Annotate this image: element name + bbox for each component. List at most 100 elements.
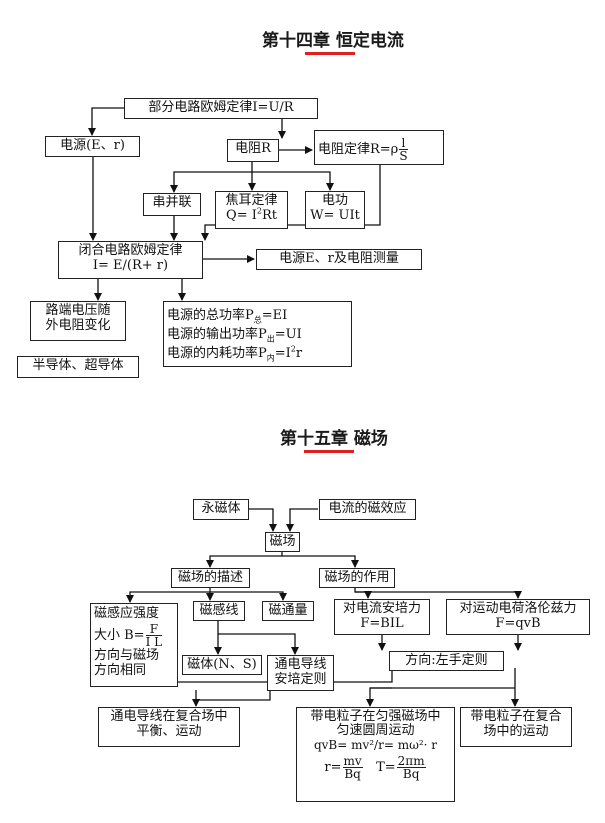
joule-law-title: 焦耳定律 xyxy=(225,193,278,208)
lorentz-force-node: 对运动电荷洛伦兹力 F=qvB xyxy=(446,599,590,635)
wire-compound-node: 通电导线在复合场中 平衡、运动 xyxy=(98,707,240,747)
magnetic-flux-label: 磁通量 xyxy=(268,603,308,618)
source-internal-power-sub: 内 xyxy=(266,353,275,363)
radius-label: r= xyxy=(324,760,342,775)
wire-ampere-rule-line1: 通电导线 xyxy=(274,657,327,672)
terminal-voltage-line1: 路端电压随 xyxy=(45,303,111,318)
current-magnetic-effect-label: 电流的磁效应 xyxy=(328,501,407,516)
ampere-force-formula: F=BIL xyxy=(360,616,404,631)
joule-exponent: 2 xyxy=(256,206,262,216)
induction-size-label: 大小 B= xyxy=(94,628,145,643)
source-output-power-value: =UI xyxy=(274,327,302,342)
source-power-node: 电源的总功率P总=EI 电源的输出功率P出=UI 电源的内耗功率P内=I2r xyxy=(163,301,352,367)
magnet-ns-node: 磁体(N、S) xyxy=(182,655,262,675)
source-internal-power-r: r xyxy=(295,346,303,361)
source-er-label: 电源(E、r) xyxy=(60,138,125,153)
wire-compound-line1: 通电导线在复合场中 xyxy=(110,709,228,724)
terminal-voltage-node: 路端电压随 外电阻变化 xyxy=(30,301,126,341)
chapter14-title: 第十四章 恒定电流 xyxy=(262,31,404,51)
resistivity-law-label: 电阻定律R=ρ xyxy=(318,142,399,157)
lorentz-force-title: 对运动电荷洛伦兹力 xyxy=(459,601,577,616)
induction-direction-line1: 方向与磁场 xyxy=(94,648,160,663)
resistivity-numerator: l xyxy=(399,137,408,150)
circular-motion-node: 带电粒子在匀强磁场中 匀速圆周运动 qvB= mv²/r= mω²· r r=m… xyxy=(296,707,455,802)
source-internal-power-label: 电源的内耗功率P xyxy=(167,346,267,361)
source-er-node: 电源(E、r) xyxy=(45,136,140,157)
left-hand-rule-label: 方向:左手定则 xyxy=(405,653,488,668)
resistor-node: 电阻R xyxy=(227,139,279,162)
current-magnetic-effect-node: 电流的磁效应 xyxy=(319,499,416,520)
measurement-label: 电源E、r及电阻测量 xyxy=(279,251,399,266)
field-description-node: 磁场的描述 xyxy=(171,568,250,588)
circular-motion-equation: qvB= mv²/r= mω²· r xyxy=(313,738,438,752)
ampere-force-node: 对电流安培力 F=BIL xyxy=(334,599,430,635)
electric-work-formula: W= UIt xyxy=(310,208,360,223)
period-denominator: Bq xyxy=(402,767,420,781)
source-total-power-sub: 总 xyxy=(253,315,262,325)
joule-law-node: 焦耳定律 Q= I2Rt xyxy=(215,191,288,229)
chapter15-title-underline xyxy=(304,450,354,453)
induction-numerator: F xyxy=(145,623,163,636)
resistor-label: 电阻R xyxy=(235,141,271,156)
joule-law-formula: Q= I2Rt xyxy=(219,206,284,223)
magnet-ns-label: 磁体(N、S) xyxy=(187,657,257,672)
ohm-law-closed-node: 闭合电路欧姆定律 I= E/(R+ r) xyxy=(58,241,203,279)
semiconductor-node: 半导体、超导体 xyxy=(17,356,139,378)
source-output-power: 电源的输出功率P出=UI xyxy=(167,325,348,344)
measurement-node: 电源E、r及电阻测量 xyxy=(256,249,422,270)
source-internal-power-exp: 2 xyxy=(290,344,296,354)
ohm-law-part-node: 部分电路欧姆定律I=U/R xyxy=(124,98,318,119)
period-numerator: 2πm xyxy=(396,754,426,768)
source-total-power: 电源的总功率P总=EI xyxy=(167,306,348,325)
induction-strength-title: 磁感应强度 xyxy=(94,606,160,621)
induction-direction-line2: 方向相同 xyxy=(94,663,147,678)
permanent-magnet-node: 永磁体 xyxy=(193,499,249,520)
magnetic-field-label: 磁场 xyxy=(269,534,296,549)
circular-motion-line2: 匀速圆周运动 xyxy=(336,723,415,738)
wire-compound-line2: 平衡、运动 xyxy=(136,724,202,739)
chapter14-title-underline xyxy=(305,52,355,55)
electric-work-node: 电功 W= UIt xyxy=(305,191,365,229)
field-lines-node: 磁感线 xyxy=(193,601,245,621)
source-output-power-sub: 出 xyxy=(266,334,275,344)
circular-motion-line1: 带电粒子在匀强磁场中 xyxy=(310,709,441,724)
source-total-power-value: =EI xyxy=(261,308,288,323)
magnetic-field-node: 磁场 xyxy=(265,532,300,552)
permanent-magnet-label: 永磁体 xyxy=(201,501,241,516)
ampere-force-title: 对电流安培力 xyxy=(342,601,421,616)
compound-field-node: 带电粒子在复合 场中的运动 xyxy=(460,707,572,747)
radius-numerator: mv xyxy=(342,754,363,768)
wire-ampere-rule-node: 通电导线 安培定则 xyxy=(267,655,334,691)
joule-formula-left: Q= I xyxy=(226,208,257,223)
period-label: T= xyxy=(376,760,396,775)
magnetic-flux-node: 磁通量 xyxy=(262,601,314,621)
lorentz-force-formula: F=qvB xyxy=(495,616,541,631)
source-internal-power: 电源的内耗功率P内=I2r xyxy=(167,344,348,363)
series-parallel-node: 串并联 xyxy=(143,193,201,216)
left-hand-rule-node: 方向:左手定则 xyxy=(389,651,504,671)
compound-field-line1: 带电粒子在复合 xyxy=(470,709,562,724)
field-lines-label: 磁感线 xyxy=(199,603,239,618)
joule-formula-right: Rt xyxy=(261,208,277,223)
field-action-label: 磁场的作用 xyxy=(324,570,390,585)
electric-work-title: 电功 xyxy=(321,193,348,208)
field-description-label: 磁场的描述 xyxy=(177,570,243,585)
field-action-node: 磁场的作用 xyxy=(319,568,395,588)
terminal-voltage-line2: 外电阻变化 xyxy=(45,318,111,333)
ohm-law-closed-title: 闭合电路欧姆定律 xyxy=(78,243,183,258)
radius-denominator: Bq xyxy=(344,767,361,781)
ohm-law-part-label: 部分电路欧姆定律I=U/R xyxy=(148,100,294,115)
source-internal-power-value: =I xyxy=(274,346,291,361)
wire-ampere-rule-line2: 安培定则 xyxy=(274,672,327,687)
induction-denominator: I L xyxy=(145,635,163,649)
source-output-power-label: 电源的输出功率P xyxy=(167,327,267,342)
